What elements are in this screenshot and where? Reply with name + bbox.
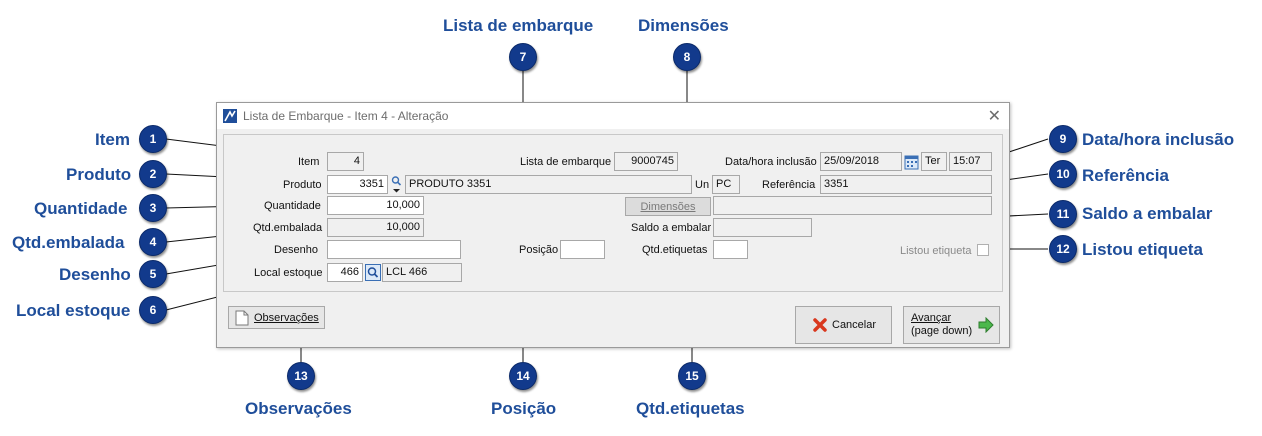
un-field[interactable]: PC [712, 175, 740, 194]
qtd-etiquetas-label: Qtd.etiquetas [642, 244, 708, 256]
local-search-icon[interactable] [365, 264, 381, 281]
callout-badge-10: 10 [1049, 160, 1077, 188]
callout-label-qtd-embalada: Qtd.embalada [12, 233, 125, 252]
form-panel: Item 4 Lista de embarque 9000745 Data/ho… [223, 134, 1003, 292]
quantidade-label: Quantidade [264, 200, 321, 212]
callout-badge-5: 5 [139, 260, 167, 288]
callout-label-observacoes: Observações [245, 399, 352, 418]
callout-label-quantidade: Quantidade [34, 199, 128, 218]
callout-badge-9: 9 [1049, 125, 1077, 153]
produto-label: Produto [283, 179, 322, 191]
cancelar-button-label: Cancelar [832, 319, 877, 331]
item-field[interactable]: 4 [327, 152, 364, 171]
green-arrow-right-icon [978, 316, 994, 334]
callout-label-produto: Produto [66, 165, 132, 184]
avancar-button-text: Avançar (page down) [911, 312, 972, 338]
listou-etiqueta-label: Listou etiqueta [900, 245, 972, 257]
callout-badge-7: 7 [509, 43, 537, 71]
callout-badge-6: 6 [139, 296, 167, 324]
posicao-input[interactable] [560, 240, 605, 259]
callout-label-desenho: Desenho [59, 265, 131, 284]
callout-label-listou: Listou etiqueta [1082, 240, 1203, 259]
avancar-button-hint: (page down) [911, 325, 973, 337]
quantidade-input[interactable]: 10,000 [327, 196, 424, 215]
un-label: Un [695, 179, 710, 191]
observacoes-button[interactable]: Observações [228, 306, 325, 329]
callout-label-item: Item [95, 130, 130, 149]
callout-label-dimensoes: Dimensões [638, 16, 729, 35]
desenho-input[interactable] [327, 240, 461, 259]
window-title: Lista de Embarque - Item 4 - Alteração [243, 109, 449, 123]
callout-badge-11: 11 [1049, 200, 1077, 228]
data-hora-label: Data/hora inclusão [725, 156, 817, 168]
produto-search-icon[interactable] [390, 175, 403, 194]
qtd-embalada-label: Qtd.embalada [253, 222, 323, 234]
local-estoque-label: Local estoque [254, 267, 323, 279]
qtd-embalada-field[interactable]: 10,000 [327, 218, 424, 237]
local-estoque-desc-field[interactable]: LCL 466 [382, 263, 462, 282]
produto-desc-field[interactable]: PRODUTO 3351 [405, 175, 692, 194]
callout-label-posicao: Posição [491, 399, 557, 418]
posicao-label: Posição [519, 244, 559, 256]
desenho-label: Desenho [274, 244, 319, 256]
saldo-label: Saldo a embalar [631, 222, 712, 234]
callout-badge-3: 3 [139, 194, 167, 222]
cancelar-button[interactable]: Cancelar [795, 306, 892, 344]
lista-embarque-field[interactable]: 9000745 [614, 152, 678, 171]
observacoes-button-label: Observações [254, 311, 319, 324]
data-inclusao-field[interactable]: 25/09/2018 [820, 152, 902, 171]
document-icon [235, 310, 249, 326]
callout-badge-12: 12 [1049, 235, 1077, 263]
callout-badge-1: 1 [139, 125, 167, 153]
app-logo-icon [223, 109, 237, 123]
dimensoes-button[interactable]: Dimensões [625, 197, 711, 216]
hora-inclusao-field[interactable]: 15:07 [949, 152, 992, 171]
weekday-field[interactable]: Ter [921, 152, 947, 171]
callout-badge-13: 13 [287, 362, 315, 390]
callout-label-saldo: Saldo a embalar [1082, 204, 1213, 223]
callout-badge-14: 14 [509, 362, 537, 390]
callout-label-referencia: Referência [1082, 166, 1169, 185]
avancar-button-label: Avançar [911, 312, 952, 324]
item-label: Item [298, 156, 320, 168]
listou-etiqueta-checkbox[interactable] [977, 244, 989, 256]
callout-label-lista-embarque: Lista de embarque [443, 16, 594, 35]
callout-label-local-estoque: Local estoque [16, 301, 131, 320]
title-bar[interactable]: Lista de Embarque - Item 4 - Alteração ✕ [217, 103, 1009, 129]
callout-badge-15: 15 [678, 362, 706, 390]
callout-badge-8: 8 [673, 43, 701, 71]
saldo-field[interactable] [713, 218, 812, 237]
referencia-field[interactable]: 3351 [820, 175, 992, 194]
referencia-label: Referência [762, 179, 816, 191]
close-icon[interactable]: ✕ [987, 108, 1001, 125]
calendar-icon[interactable] [904, 153, 919, 170]
avancar-button[interactable]: Avançar (page down) [903, 306, 1000, 344]
lista-embarque-label: Lista de embarque [520, 156, 612, 168]
qtd-etiquetas-input[interactable] [713, 240, 748, 259]
dimensoes-button-label: Dimensões [640, 200, 696, 213]
produto-code-input[interactable]: 3351 [327, 175, 388, 194]
callout-badge-2: 2 [139, 160, 167, 188]
local-estoque-code-input[interactable]: 466 [327, 263, 363, 282]
cancel-x-icon [812, 317, 828, 333]
dialog-window: Lista de Embarque - Item 4 - Alteração ✕… [216, 102, 1010, 348]
callout-label-qtd-etiquetas: Qtd.etiquetas [636, 399, 745, 418]
callout-label-data-hora: Data/hora inclusão [1082, 130, 1235, 149]
dimensoes-field[interactable] [713, 196, 992, 215]
callout-badge-4: 4 [139, 228, 167, 256]
